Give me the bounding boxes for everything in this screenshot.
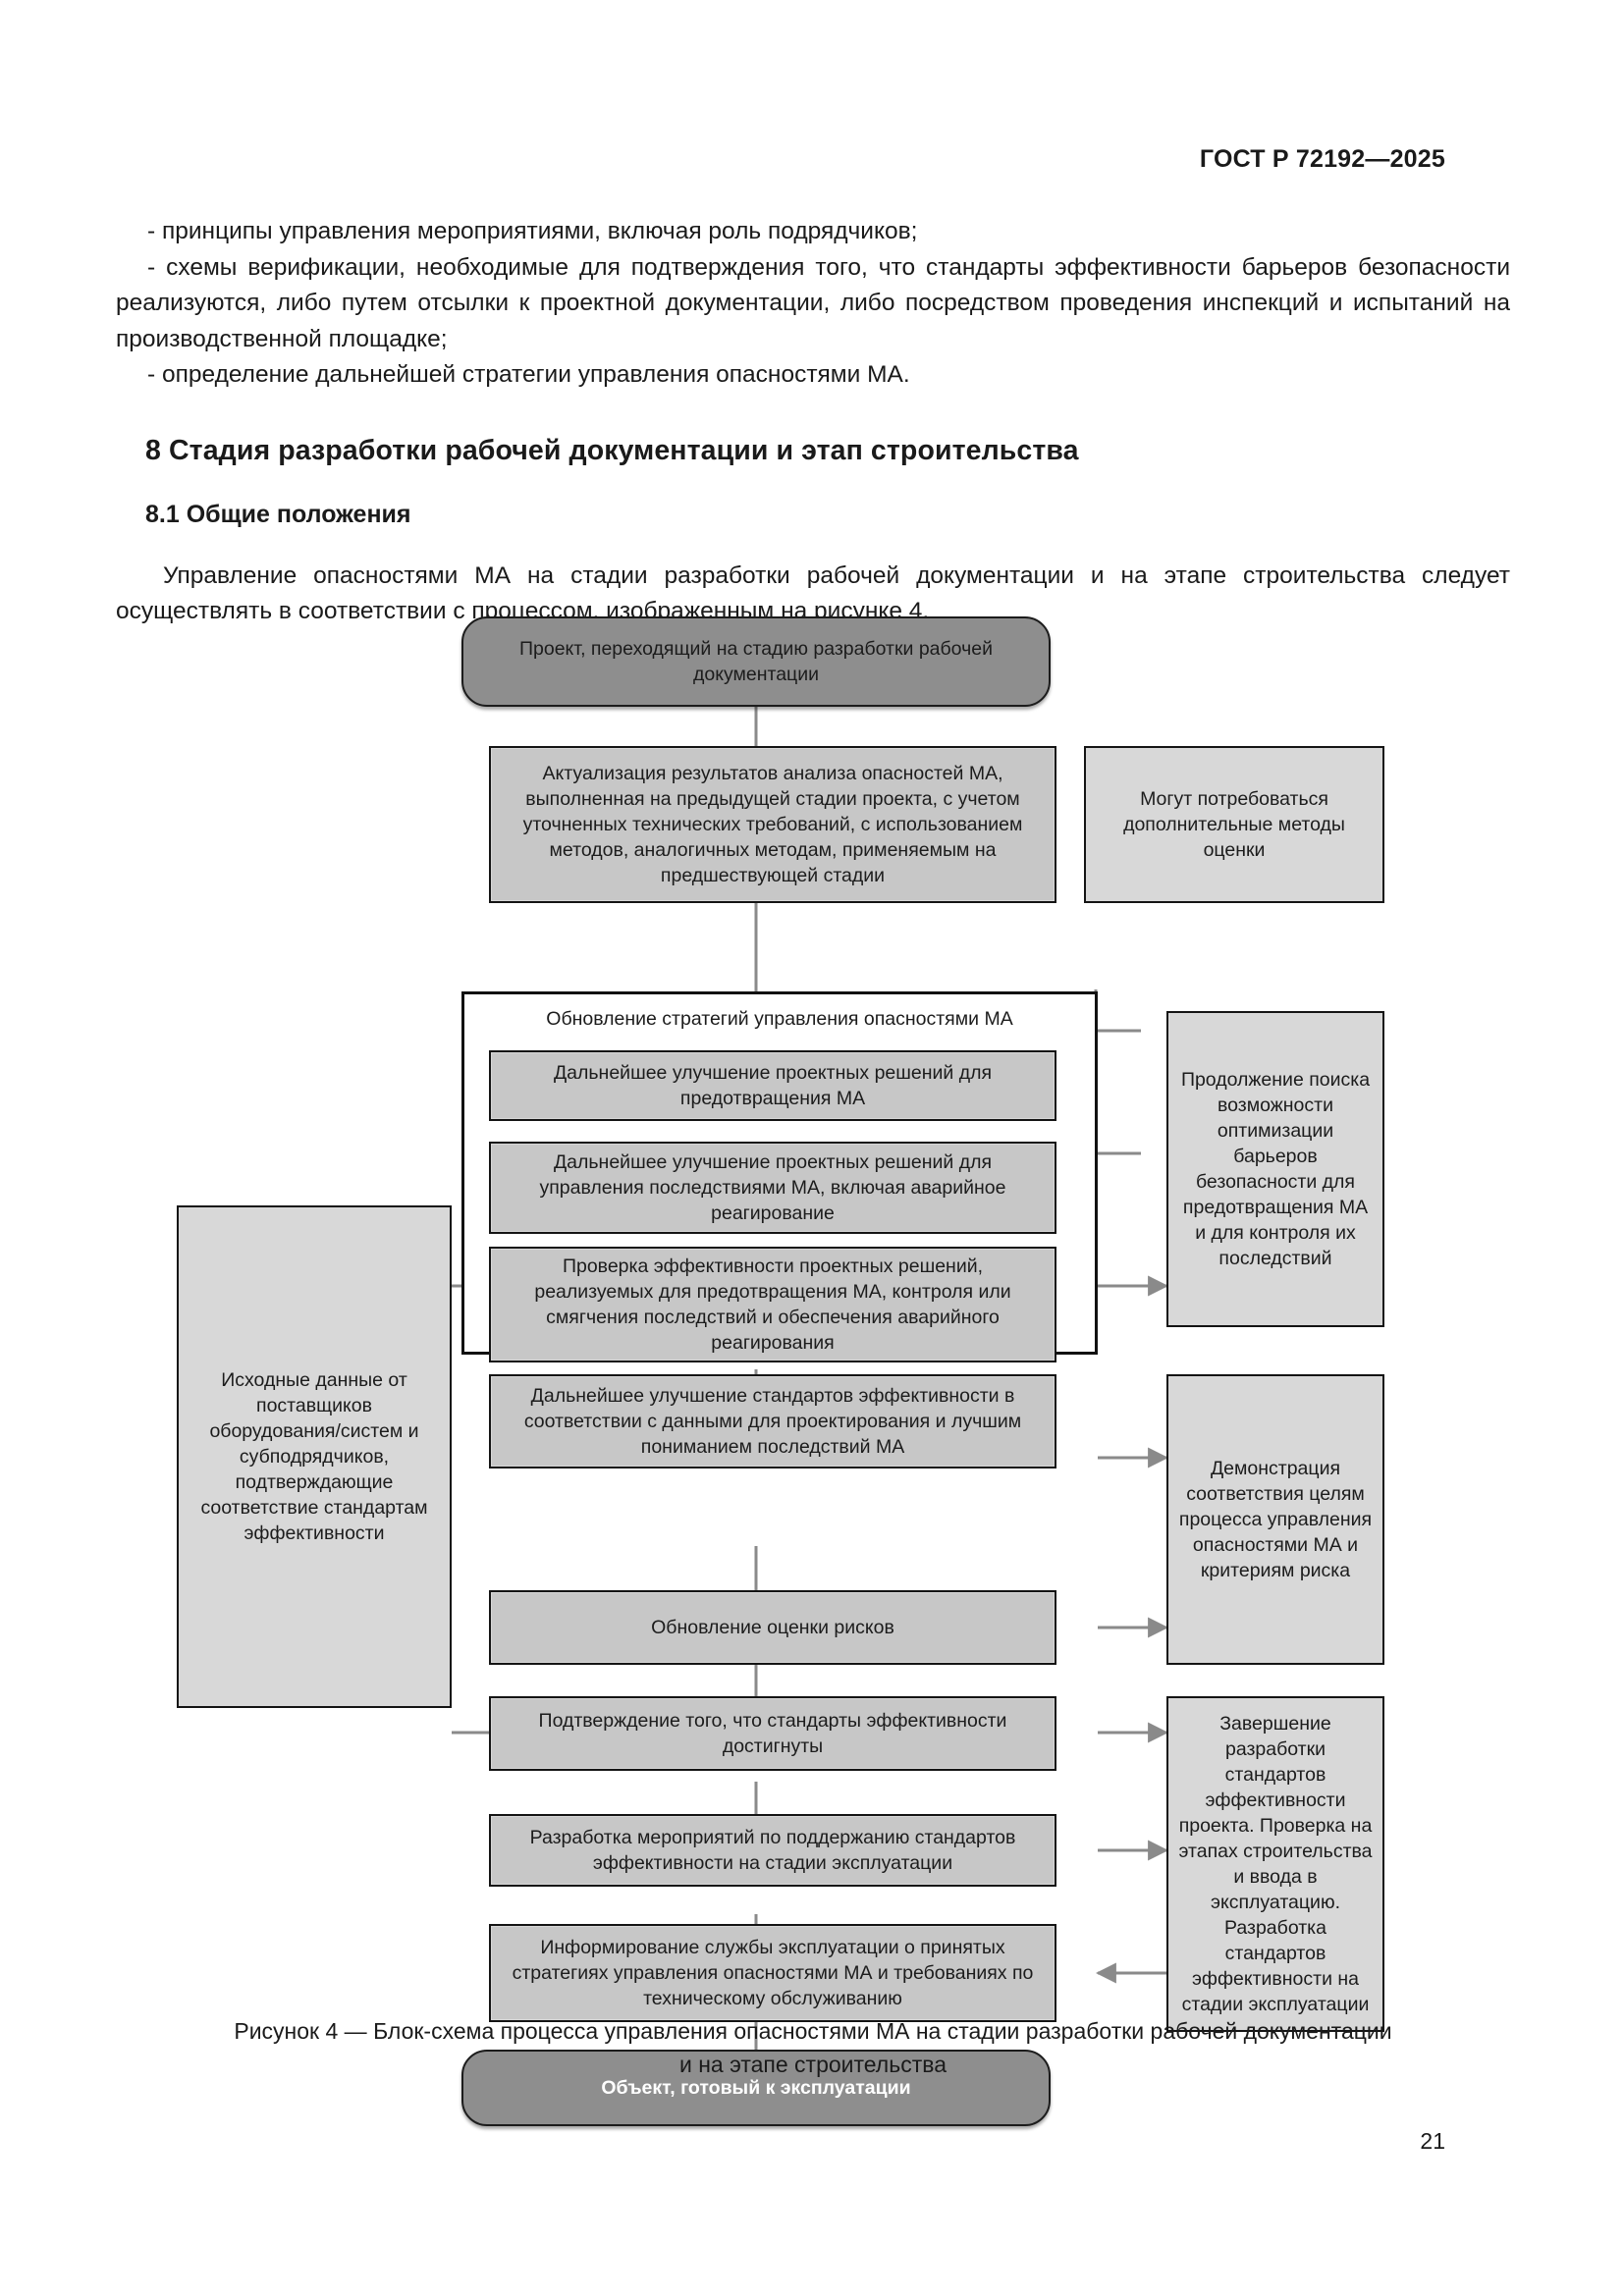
flow-node-improve-consequences[interactable]: Дальнейшее улучшение проектных решений д… <box>489 1142 1056 1234</box>
flow-note-completion[interactable]: Завершение разработки стандартов эффекти… <box>1166 1696 1384 2032</box>
flow-note-supplier-inputs-label: Исходные данные от поставщиков оборудова… <box>200 1369 428 1544</box>
flow-node-develop-measures[interactable]: Разработка мероприятий по поддержанию ст… <box>489 1814 1056 1887</box>
flow-node-inform-operations-label: Информирование службы эксплуатации о при… <box>512 1937 1034 2009</box>
flow-node-improve-standards-label: Дальнейшее улучшение стандартов эффектив… <box>523 1385 1022 1458</box>
lead-paragraph: Управление опасностями МА на стадии разр… <box>116 561 1510 625</box>
flow-node-end[interactable]: Объект, готовый к эксплуатации <box>461 2050 1051 2126</box>
bullet-item-strategy-definition: - определение дальнейшей стратегии управ… <box>147 361 910 388</box>
flow-node-update-analysis-label: Актуализация результатов анализа опаснос… <box>522 763 1023 886</box>
flow-node-end-label: Объект, готовый к эксплуатации <box>601 2077 911 2099</box>
flow-node-improve-prevention[interactable]: Дальнейшее улучшение проектных решений д… <box>489 1050 1056 1121</box>
flow-node-start[interactable]: Проект, переходящий на стадию разработки… <box>461 616 1051 707</box>
subsection-heading-8-1: 8.1 Общие положения <box>145 500 411 528</box>
flow-node-improve-consequences-label: Дальнейшее улучшение проектных решений д… <box>539 1151 1006 1224</box>
flow-node-confirm-standards-label: Подтверждение того, что стандарты эффект… <box>538 1710 1007 1757</box>
flow-note-demonstrate-compliance[interactable]: Демонстрация соответствия целям процесса… <box>1166 1374 1384 1665</box>
body-text-block: - принципы управления мероприятиями, вкл… <box>116 214 1510 630</box>
flowchart-connectors <box>452 707 1169 1984</box>
flow-note-supplier-inputs[interactable]: Исходные данные от поставщиков оборудова… <box>177 1205 452 1708</box>
page-header-standard-number: ГОСТ Р 72192—2025 <box>1199 145 1445 173</box>
flow-note-demonstrate-compliance-label: Демонстрация соответствия целям процесса… <box>1178 1458 1373 1581</box>
flow-node-update-risk-assessment[interactable]: Обновление оценки рисков <box>489 1590 1056 1665</box>
section-heading-8: 8 Стадия разработки рабочей документации… <box>145 434 1079 466</box>
flow-node-verify-effectiveness[interactable]: Проверка эффективности проектных решений… <box>489 1247 1056 1362</box>
flow-note-continue-search-label: Продолжение поиска возможности оптимизац… <box>1180 1069 1371 1269</box>
figure-caption-line-2: и на этапе строительства <box>678 2052 947 2077</box>
flow-node-update-risk-assessment-label: Обновление оценки рисков <box>651 1617 894 1638</box>
page-number: 21 <box>1420 2128 1445 2154</box>
flow-note-additional-methods[interactable]: Могут потребоваться дополнительные метод… <box>1084 746 1384 903</box>
figure-4-flowchart: Проект, переходящий на стадию разработки… <box>0 599 1624 2126</box>
flow-node-start-label: Проект, переходящий на стадию разработки… <box>519 638 993 685</box>
flow-node-update-analysis[interactable]: Актуализация результатов анализа опаснос… <box>489 746 1056 903</box>
flow-node-develop-measures-label: Разработка мероприятий по поддержанию ст… <box>529 1827 1016 1874</box>
bullet-item-principles: - принципы управления мероприятиями, вкл… <box>147 218 918 244</box>
flow-note-additional-methods-label: Могут потребоваться дополнительные метод… <box>1123 788 1345 861</box>
flow-note-completion-label: Завершение разработки стандартов эффекти… <box>1178 1713 1373 2015</box>
figure-caption-line-1: Рисунок 4 — Блок-схема процесса управлен… <box>234 2018 1392 2044</box>
bullet-item-verification-schemes: - схемы верификации, необходимые для под… <box>116 253 1510 352</box>
flow-node-improve-standards[interactable]: Дальнейшее улучшение стандартов эффектив… <box>489 1374 1056 1468</box>
figure-caption: Рисунок 4 — Блок-схема процесса управлен… <box>116 2014 1510 2081</box>
flow-note-continue-search[interactable]: Продолжение поиска возможности оптимизац… <box>1166 1011 1384 1327</box>
flow-node-confirm-standards[interactable]: Подтверждение того, что стандарты эффект… <box>489 1696 1056 1771</box>
flow-node-verify-effectiveness-label: Проверка эффективности проектных решений… <box>534 1255 1011 1354</box>
flow-group-update-strategies-title: Обновление стратегий управления опасност… <box>546 1008 1013 1030</box>
flow-node-improve-prevention-label: Дальнейшее улучшение проектных решений д… <box>553 1062 993 1109</box>
flow-node-inform-operations[interactable]: Информирование службы эксплуатации о при… <box>489 1924 1056 2022</box>
